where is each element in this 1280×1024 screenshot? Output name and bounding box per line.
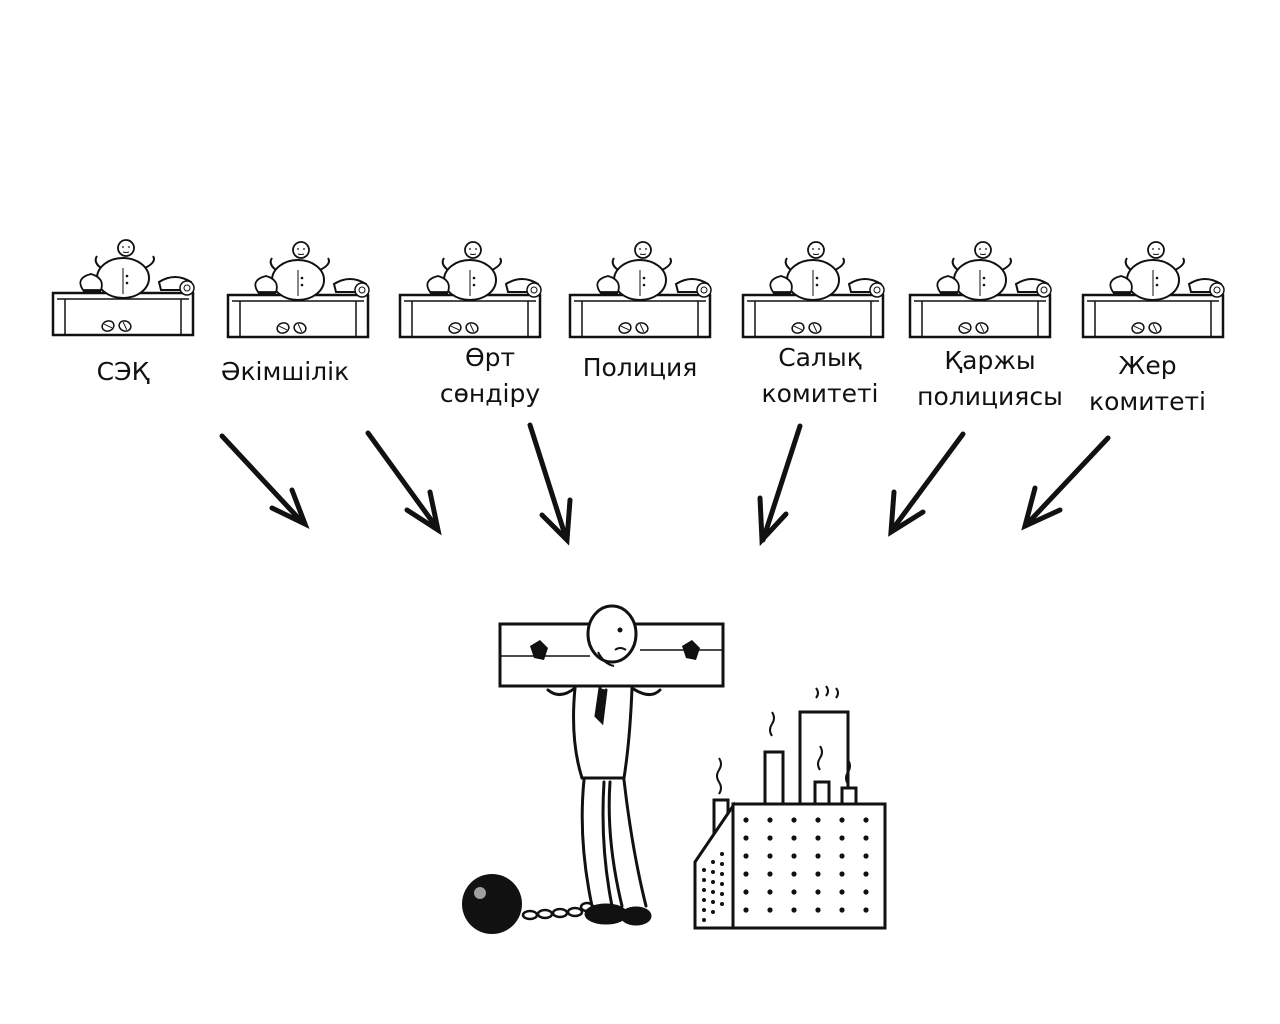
factory-window xyxy=(767,835,773,841)
factory-window xyxy=(815,871,821,877)
factory-window xyxy=(743,889,749,895)
factory-window xyxy=(863,871,869,877)
factory-window xyxy=(720,902,724,906)
office-label-zher-komiteti: Жер комитеті xyxy=(1089,351,1206,416)
factory-window xyxy=(702,868,706,872)
factory-window xyxy=(815,835,821,841)
factory-window xyxy=(791,853,797,859)
factory-window xyxy=(863,853,869,859)
arrow-icon xyxy=(269,487,310,530)
factory-window xyxy=(743,871,749,877)
factory-window xyxy=(791,817,797,823)
factory-window xyxy=(839,907,845,913)
factory-window xyxy=(839,835,845,841)
official-at-desk-icon xyxy=(1081,240,1226,339)
office-label-policiya: Полиция xyxy=(582,353,698,382)
official-at-desk-icon xyxy=(568,240,713,339)
office-label-sek: СЭҚ xyxy=(96,357,150,386)
official-at-desk-icon xyxy=(908,240,1053,339)
factory-window xyxy=(702,888,706,892)
factory-window xyxy=(863,889,869,895)
factory-window xyxy=(839,871,845,877)
factory-window xyxy=(720,872,724,876)
factory-icon xyxy=(693,710,887,930)
factory-window xyxy=(815,853,821,859)
factory-window xyxy=(711,890,715,894)
factory-window xyxy=(711,860,715,864)
factory-window xyxy=(791,871,797,877)
office-label-akimshilik: Әкімшілік xyxy=(220,357,350,386)
factory-window xyxy=(711,880,715,884)
pillory-icon xyxy=(498,604,725,688)
factory-window xyxy=(711,900,715,904)
factory-window xyxy=(767,907,773,913)
factory-window xyxy=(702,908,706,912)
factory-window xyxy=(791,889,797,895)
office-label-salyk-komiteti: Салық комитеті xyxy=(761,343,879,408)
factory-window xyxy=(839,853,845,859)
smoke xyxy=(716,685,851,795)
factory-window xyxy=(702,898,706,902)
factory-window xyxy=(863,907,869,913)
prisoner-figure xyxy=(546,686,662,926)
factory-window xyxy=(743,835,749,841)
official-at-desk-icon xyxy=(226,240,371,339)
factory-window xyxy=(743,853,749,859)
factory-window xyxy=(815,907,821,913)
factory-window xyxy=(791,835,797,841)
factory-window xyxy=(815,817,821,823)
factory-window xyxy=(743,817,749,823)
factory-window xyxy=(720,882,724,886)
factory-window xyxy=(863,835,869,841)
factory-window xyxy=(711,910,715,914)
factory-window xyxy=(702,918,706,922)
office-label-ort-sondiru: Өрт сөндіру xyxy=(439,343,541,408)
factory-window xyxy=(815,889,821,895)
factory-window xyxy=(767,871,773,877)
factory-window xyxy=(720,852,724,856)
factory-window xyxy=(767,817,773,823)
factory-window xyxy=(720,862,724,866)
factory-window xyxy=(702,878,706,882)
factory-window xyxy=(743,907,749,913)
factory-window xyxy=(767,889,773,895)
office-label-karzhy-policiyasy: Қаржы полициясы xyxy=(917,346,1063,411)
factory-window xyxy=(791,907,797,913)
factory-window xyxy=(863,817,869,823)
factory-window xyxy=(720,892,724,896)
arrow-icon xyxy=(219,433,305,525)
factory-window xyxy=(767,853,773,859)
official-at-desk-icon xyxy=(398,240,543,339)
ball-and-chain-icon xyxy=(462,874,595,934)
factory-window xyxy=(711,870,715,874)
official-at-desk-icon xyxy=(741,240,886,339)
factory-window xyxy=(839,817,845,823)
factory-window xyxy=(839,889,845,895)
official-at-desk-icon xyxy=(51,238,196,337)
